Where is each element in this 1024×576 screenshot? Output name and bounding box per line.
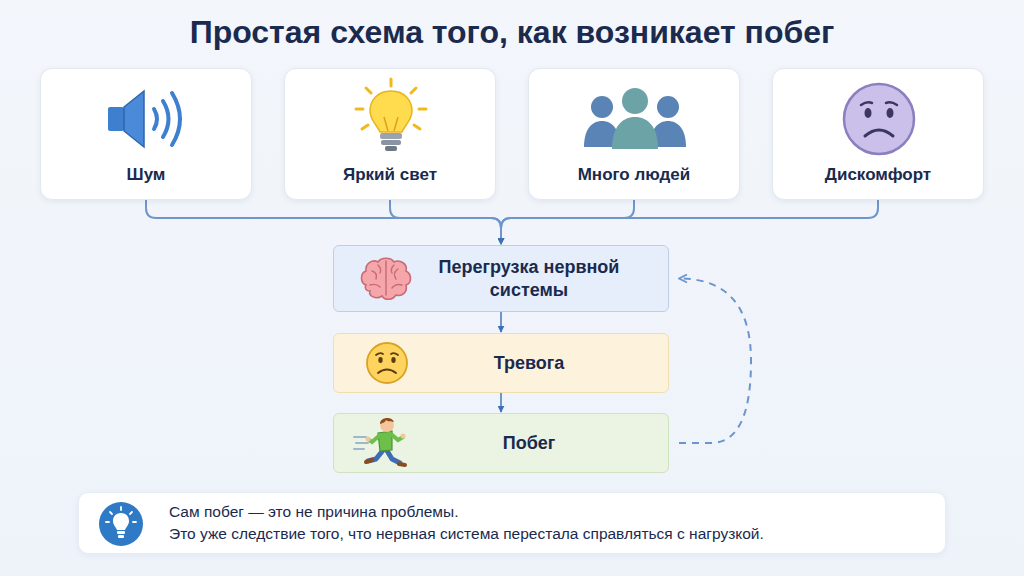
node-text: Тревога	[494, 352, 565, 375]
trigger-card: Яркий свет	[284, 68, 496, 200]
flow-arrow	[390, 200, 501, 244]
flow-arrow	[500, 393, 502, 412]
flow-arrow	[146, 200, 501, 244]
running-boy-icon	[352, 415, 414, 473]
flow-arrow	[501, 200, 878, 244]
sad-face-icon	[839, 79, 919, 159]
process-box: Перегрузка нервной системы	[333, 245, 669, 312]
note-box: Сам побег — это не причина проблемы.Это …	[78, 492, 946, 554]
node-text: Яркий свет	[343, 165, 437, 185]
feedback-arrow	[679, 279, 751, 444]
flow-arrow	[500, 312, 502, 332]
process-box: Тревога	[333, 333, 669, 393]
people-icon	[580, 85, 690, 155]
brain-icon	[358, 255, 414, 303]
tip-bulb-icon	[97, 500, 145, 548]
flow-arrow	[501, 200, 634, 244]
node-text: Побег	[503, 432, 556, 455]
node-text: Сам побег — это не причина проблемы.	[169, 501, 929, 523]
light-bulb-icon	[346, 77, 436, 157]
trigger-card: Много людей	[528, 68, 740, 200]
worried-face-icon	[364, 340, 410, 386]
node-text: Шум	[127, 165, 166, 185]
speaker-icon	[102, 83, 192, 155]
node-text: Дискомфорт	[825, 165, 931, 185]
node-text: Перегрузка нервной системы	[404, 256, 654, 301]
process-box: Побег	[333, 413, 669, 473]
trigger-card: Шум	[40, 68, 252, 200]
node-text: Это уже следствие того, что нервная сист…	[169, 523, 929, 545]
node-text: Много людей	[578, 165, 691, 185]
diagram-title: Простая схема того, как возникает побег	[0, 14, 1024, 51]
trigger-card: Дискомфорт	[772, 68, 984, 200]
